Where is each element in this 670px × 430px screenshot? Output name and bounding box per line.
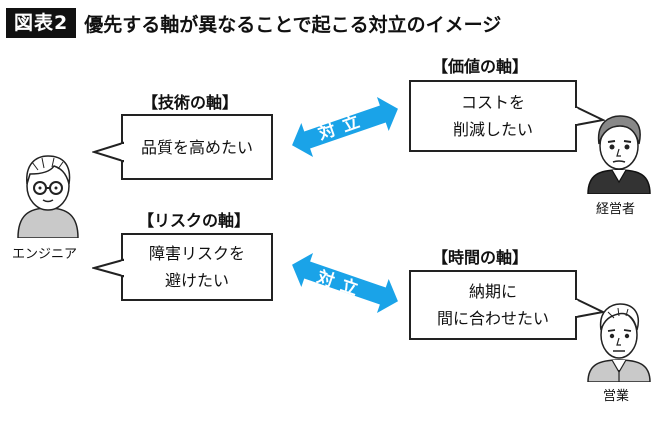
time-speech-line-1: 納期に: [468, 282, 517, 301]
time-speech-line-2: 間に合わせたい: [436, 309, 549, 328]
sales-caption: 営業: [603, 389, 630, 404]
price-bubble-tail: [575, 105, 605, 127]
tech-bubble-tail: [92, 141, 124, 163]
tech-speech-bubble: 品質を高めたい: [121, 114, 273, 180]
risk-speech-line-2: 避けたい: [164, 271, 229, 290]
executive-illustration: [587, 115, 651, 194]
time-bubble-tail: [575, 297, 605, 319]
top-conflict-arrow: [292, 96, 398, 158]
engineer-caption: エンジニア: [12, 247, 78, 262]
sales-illustration: [587, 303, 651, 382]
engineer-illustration: [17, 155, 79, 238]
risk-axis-label: 【リスクの軸】: [138, 211, 251, 230]
risk-speech-line-1: 障害リスクを: [148, 244, 245, 263]
bottom-conflict-arrow: [292, 252, 398, 314]
figure-header: 図表2 優先する軸が異なることで起こる対立のイメージ: [6, 8, 501, 38]
price-speech-bubble: コストを 削減したい: [409, 80, 577, 152]
time-axis-label: 【時間の軸】: [432, 248, 529, 267]
risk-speech-bubble: 障害リスクを 避けたい: [121, 233, 273, 301]
tech-axis-label: 【技術の軸】: [142, 93, 239, 112]
time-speech-bubble: 納期に 間に合わせたい: [409, 270, 577, 340]
risk-bubble-tail: [92, 258, 124, 278]
price-axis-label: 【価値の軸】: [432, 57, 529, 76]
price-speech-line-2: 削減したい: [452, 120, 533, 139]
figure-number-tag: 図表2: [6, 8, 77, 38]
price-speech-line-1: コストを: [460, 93, 525, 112]
executive-caption: 経営者: [596, 202, 636, 217]
figure-title: 優先する軸が異なることで起こる対立のイメージ: [84, 13, 502, 36]
tech-speech-line-1: 品質を高めたい: [140, 137, 253, 157]
